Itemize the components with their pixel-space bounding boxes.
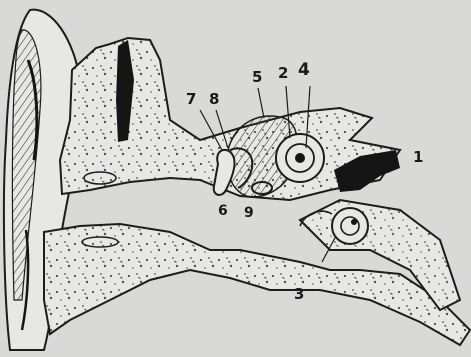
- label-6: 6: [218, 204, 228, 218]
- label-1: 1: [413, 150, 423, 165]
- label-9: 9: [244, 206, 254, 220]
- label-7: 7: [186, 92, 196, 107]
- inner-ear-vestibule: [276, 134, 324, 182]
- label-3: 3: [294, 287, 304, 302]
- label-4: 4: [298, 62, 310, 79]
- label-5: 5: [252, 70, 262, 85]
- label-2: 2: [278, 66, 288, 81]
- label-8: 8: [209, 92, 219, 107]
